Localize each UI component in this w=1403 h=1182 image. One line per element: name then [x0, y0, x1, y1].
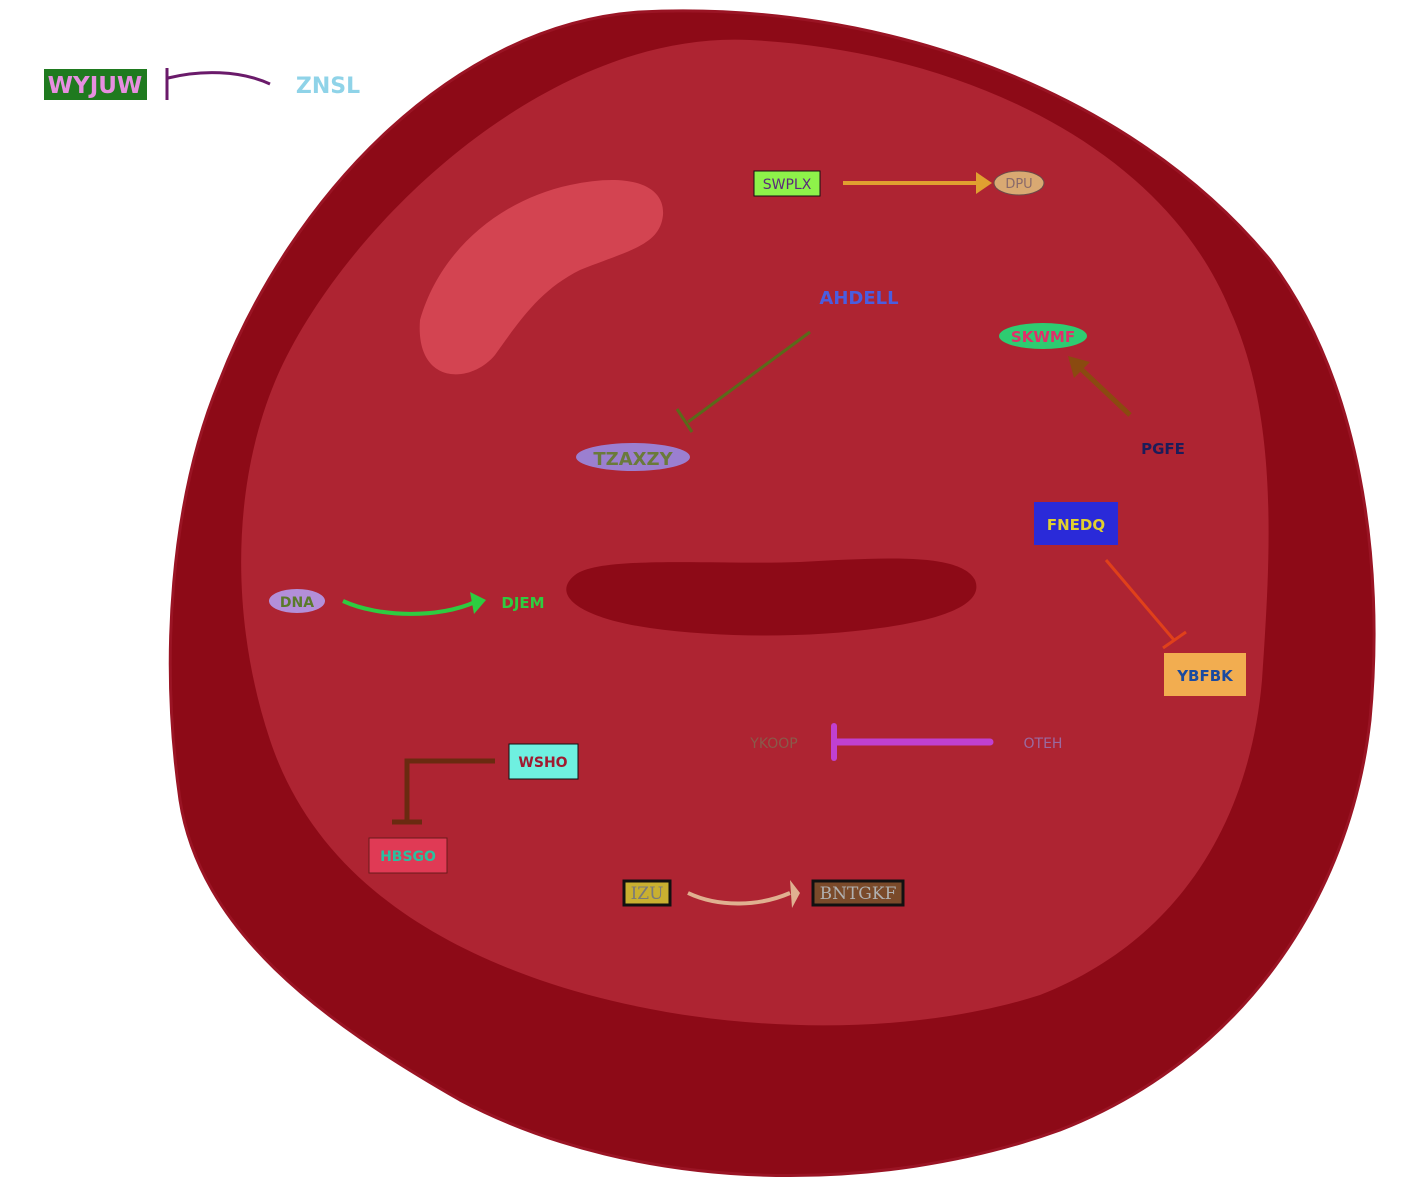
node-skwmf-label: SKWMF — [1011, 328, 1075, 346]
node-dna: DNA — [269, 589, 325, 613]
edge-izu-bntgkf — [687, 880, 800, 908]
node-wsho-label: WSHO — [518, 755, 567, 771]
node-swplx: SWPLX — [753, 170, 821, 197]
node-oteh: OTEH — [1024, 736, 1063, 752]
node-pgfe: PGFE — [1141, 440, 1185, 458]
node-wyjuw-label: WYJUW — [48, 73, 143, 99]
node-tzaxzy: TZAXZY — [576, 443, 690, 471]
node-fnedq: FNEDQ — [1034, 502, 1118, 545]
edge-dna-djem — [342, 592, 486, 616]
node-tzaxzy-label: TZAXZY — [593, 449, 673, 470]
edge-oteh-ykoop — [831, 723, 994, 761]
node-ybfbk-label: YBFBK — [1176, 667, 1234, 685]
node-ybfbk: YBFBK — [1164, 653, 1246, 696]
edge-ahdell-tzaxzy — [675, 330, 811, 433]
node-ykoop: YKOOP — [749, 736, 797, 752]
node-swplx-label: SWPLX — [763, 177, 812, 193]
node-znsl: ZNSL — [296, 74, 360, 99]
edge-swplx-dpu — [843, 172, 992, 194]
edge-pgfe-skwmf — [1068, 356, 1132, 417]
node-wyjuw: WYJUW — [44, 69, 147, 100]
node-fnedq-label: FNEDQ — [1047, 516, 1105, 534]
node-izu-label: IZU — [631, 884, 664, 904]
edge-fnedq-ybfbk — [1104, 559, 1187, 650]
edge-wyjuw-znsl — [165, 68, 271, 100]
node-izu: IZU — [622, 879, 672, 907]
node-dpu-label: DPU — [1005, 177, 1032, 192]
node-hbsgo-label: HBSGO — [380, 849, 436, 865]
node-dpu: DPU — [993, 170, 1045, 196]
nucleus — [566, 558, 977, 636]
node-dna-label: DNA — [280, 595, 314, 611]
node-bntgkf: BNTGKF — [811, 879, 905, 907]
node-hbsgo: HBSGO — [368, 837, 448, 874]
node-bntgkf-label: BNTGKF — [820, 884, 897, 904]
edge-wsho-hbsgo — [392, 758, 495, 825]
node-djem: DJEM — [501, 594, 544, 612]
vacuole — [419, 179, 664, 375]
node-skwmf: SKWMF — [999, 323, 1087, 349]
node-wsho: WSHO — [508, 743, 579, 780]
node-ahdell: AHDELL — [819, 288, 898, 309]
